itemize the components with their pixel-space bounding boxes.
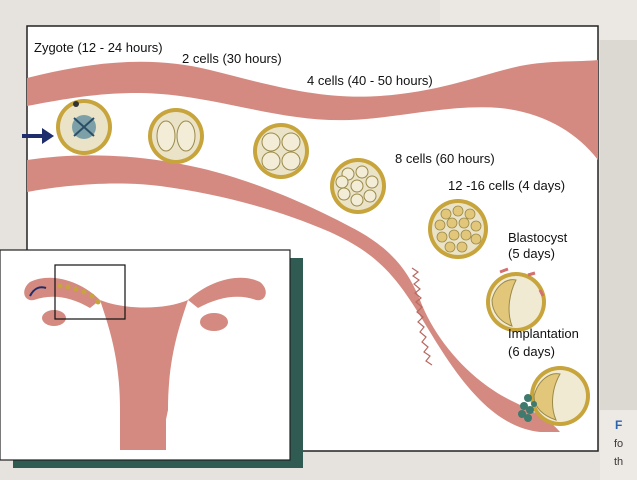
four-cell-embryo: [253, 123, 309, 179]
morula: [428, 199, 488, 259]
implantation-embryo: [518, 366, 590, 426]
uterus-inset: [0, 249, 303, 468]
zygote-label: Zygote (12 - 24 hours): [34, 40, 163, 55]
four-cells-label: 4 cells (40 - 50 hours): [307, 73, 433, 88]
zygote-cell: [56, 99, 112, 155]
arrow-right-icon: [22, 128, 54, 144]
blastocyst-label: Blastocyst: [508, 230, 568, 245]
tube-lower-wall: [27, 155, 560, 433]
two-cells-label: 2 cells (30 hours): [182, 51, 282, 66]
eight-cell-embryo: [330, 158, 386, 214]
tube-upper-wall: [27, 60, 598, 160]
blastocyst: [486, 267, 546, 332]
eight-cells-label: 8 cells (60 hours): [395, 151, 495, 166]
side-fig-label: F: [615, 418, 623, 432]
side-text-line2: th: [614, 456, 624, 468]
two-cell-embryo: [148, 108, 204, 164]
blastocyst-time-label: (5 days): [508, 246, 555, 261]
tube-lining: [411, 267, 433, 366]
twelve-sixteen-cells-label: 12 -16 cells (4 days): [448, 178, 566, 193]
side-page: [600, 410, 637, 480]
side-text-line1: fo: [614, 438, 624, 450]
implantation-label: Implantation: [508, 326, 579, 341]
implantation-time-label: (6 days): [508, 344, 555, 359]
